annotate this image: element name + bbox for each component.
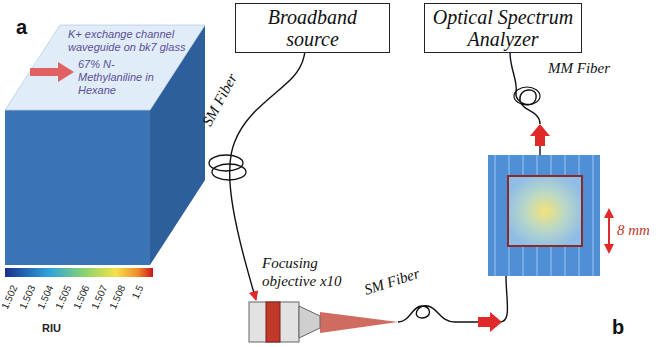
chip-waveguide (593, 155, 594, 276)
objective-outline (248, 300, 320, 344)
mm-fiber (539, 146, 540, 155)
colorbar (5, 268, 153, 277)
instrument-box: Broadband source (235, 3, 390, 53)
objective-body (249, 302, 299, 342)
objective-band (266, 302, 280, 342)
chip-waveguides (495, 155, 593, 276)
light-arrow (530, 124, 550, 146)
mm-fiber (510, 52, 540, 124)
objective-lens: Focusing objective x10 (248, 300, 320, 344)
fiber-label: SM Fiber (199, 71, 241, 129)
analyte-caption: 67% N-Methylaniline in Hexane (78, 58, 162, 97)
colorbar-tick: 1.502 (0, 283, 21, 343)
sensor-chip (488, 155, 600, 276)
objective-nose (299, 306, 320, 338)
block-top (5, 25, 205, 110)
sm-fiber (500, 276, 508, 322)
fiber-label: MM Fiber (548, 60, 610, 77)
node-label: Broadband source (242, 6, 383, 50)
fiber-coil (514, 87, 540, 105)
fiber-label: SM Fiber (362, 265, 422, 299)
waveguide-mode (5, 110, 98, 158)
dimension-arrowhead (604, 244, 614, 254)
dimension-label: 8 mm (617, 222, 650, 239)
panel-letter: b (612, 316, 624, 339)
panel-letter: a (16, 16, 27, 39)
instrument-box: Optical Spectrum Analyzer (424, 3, 582, 53)
node-label: Focusing objective x10 (262, 254, 352, 290)
sensing-window (508, 176, 582, 246)
sm-fiber (398, 306, 478, 322)
flow-arrow (30, 62, 74, 82)
laser-beam (320, 312, 398, 333)
chip-waveguide (495, 155, 496, 276)
waveguide-caption: K+ exchange channel waveguide on bk7 gla… (68, 28, 190, 54)
colorbar-unit: RIU (42, 322, 61, 335)
dimension-arrowhead (604, 208, 614, 218)
node-label: Optical Spectrum Analyzer (431, 6, 575, 50)
light-arrow (478, 312, 502, 332)
